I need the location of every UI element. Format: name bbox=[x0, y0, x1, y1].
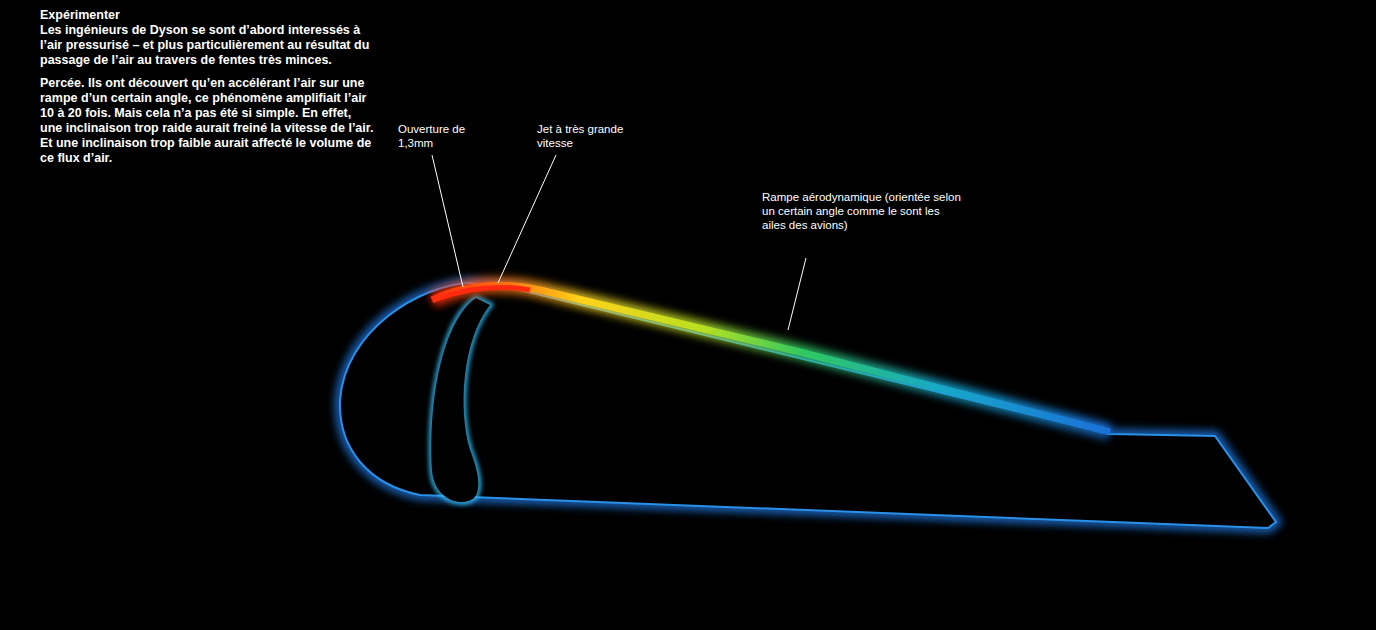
intro-paragraph: Les ingénieurs de Dyson se sont d’abord … bbox=[40, 23, 375, 68]
nozzle-body bbox=[340, 283, 1276, 528]
breakthrough-paragraph: Percée. Ils ont découvert qu’en accéléra… bbox=[40, 76, 375, 166]
jet-glow bbox=[432, 285, 1110, 432]
leader-line bbox=[498, 155, 556, 283]
callout-label: Jet à très grande vitesse bbox=[537, 122, 637, 150]
slot-glow bbox=[431, 298, 490, 502]
callout-label: Rampe aérodynamique (orientée selon un c… bbox=[762, 190, 962, 232]
slot-lip bbox=[431, 298, 490, 502]
jet-core bbox=[440, 287, 530, 298]
flow-glow bbox=[340, 283, 1276, 528]
leader-line bbox=[788, 258, 806, 330]
leader-line bbox=[432, 155, 463, 287]
callout-label: Ouverture de 1,3mm bbox=[398, 122, 478, 150]
high-speed-jet bbox=[432, 285, 1110, 432]
section-title: Expérimenter bbox=[40, 8, 375, 23]
